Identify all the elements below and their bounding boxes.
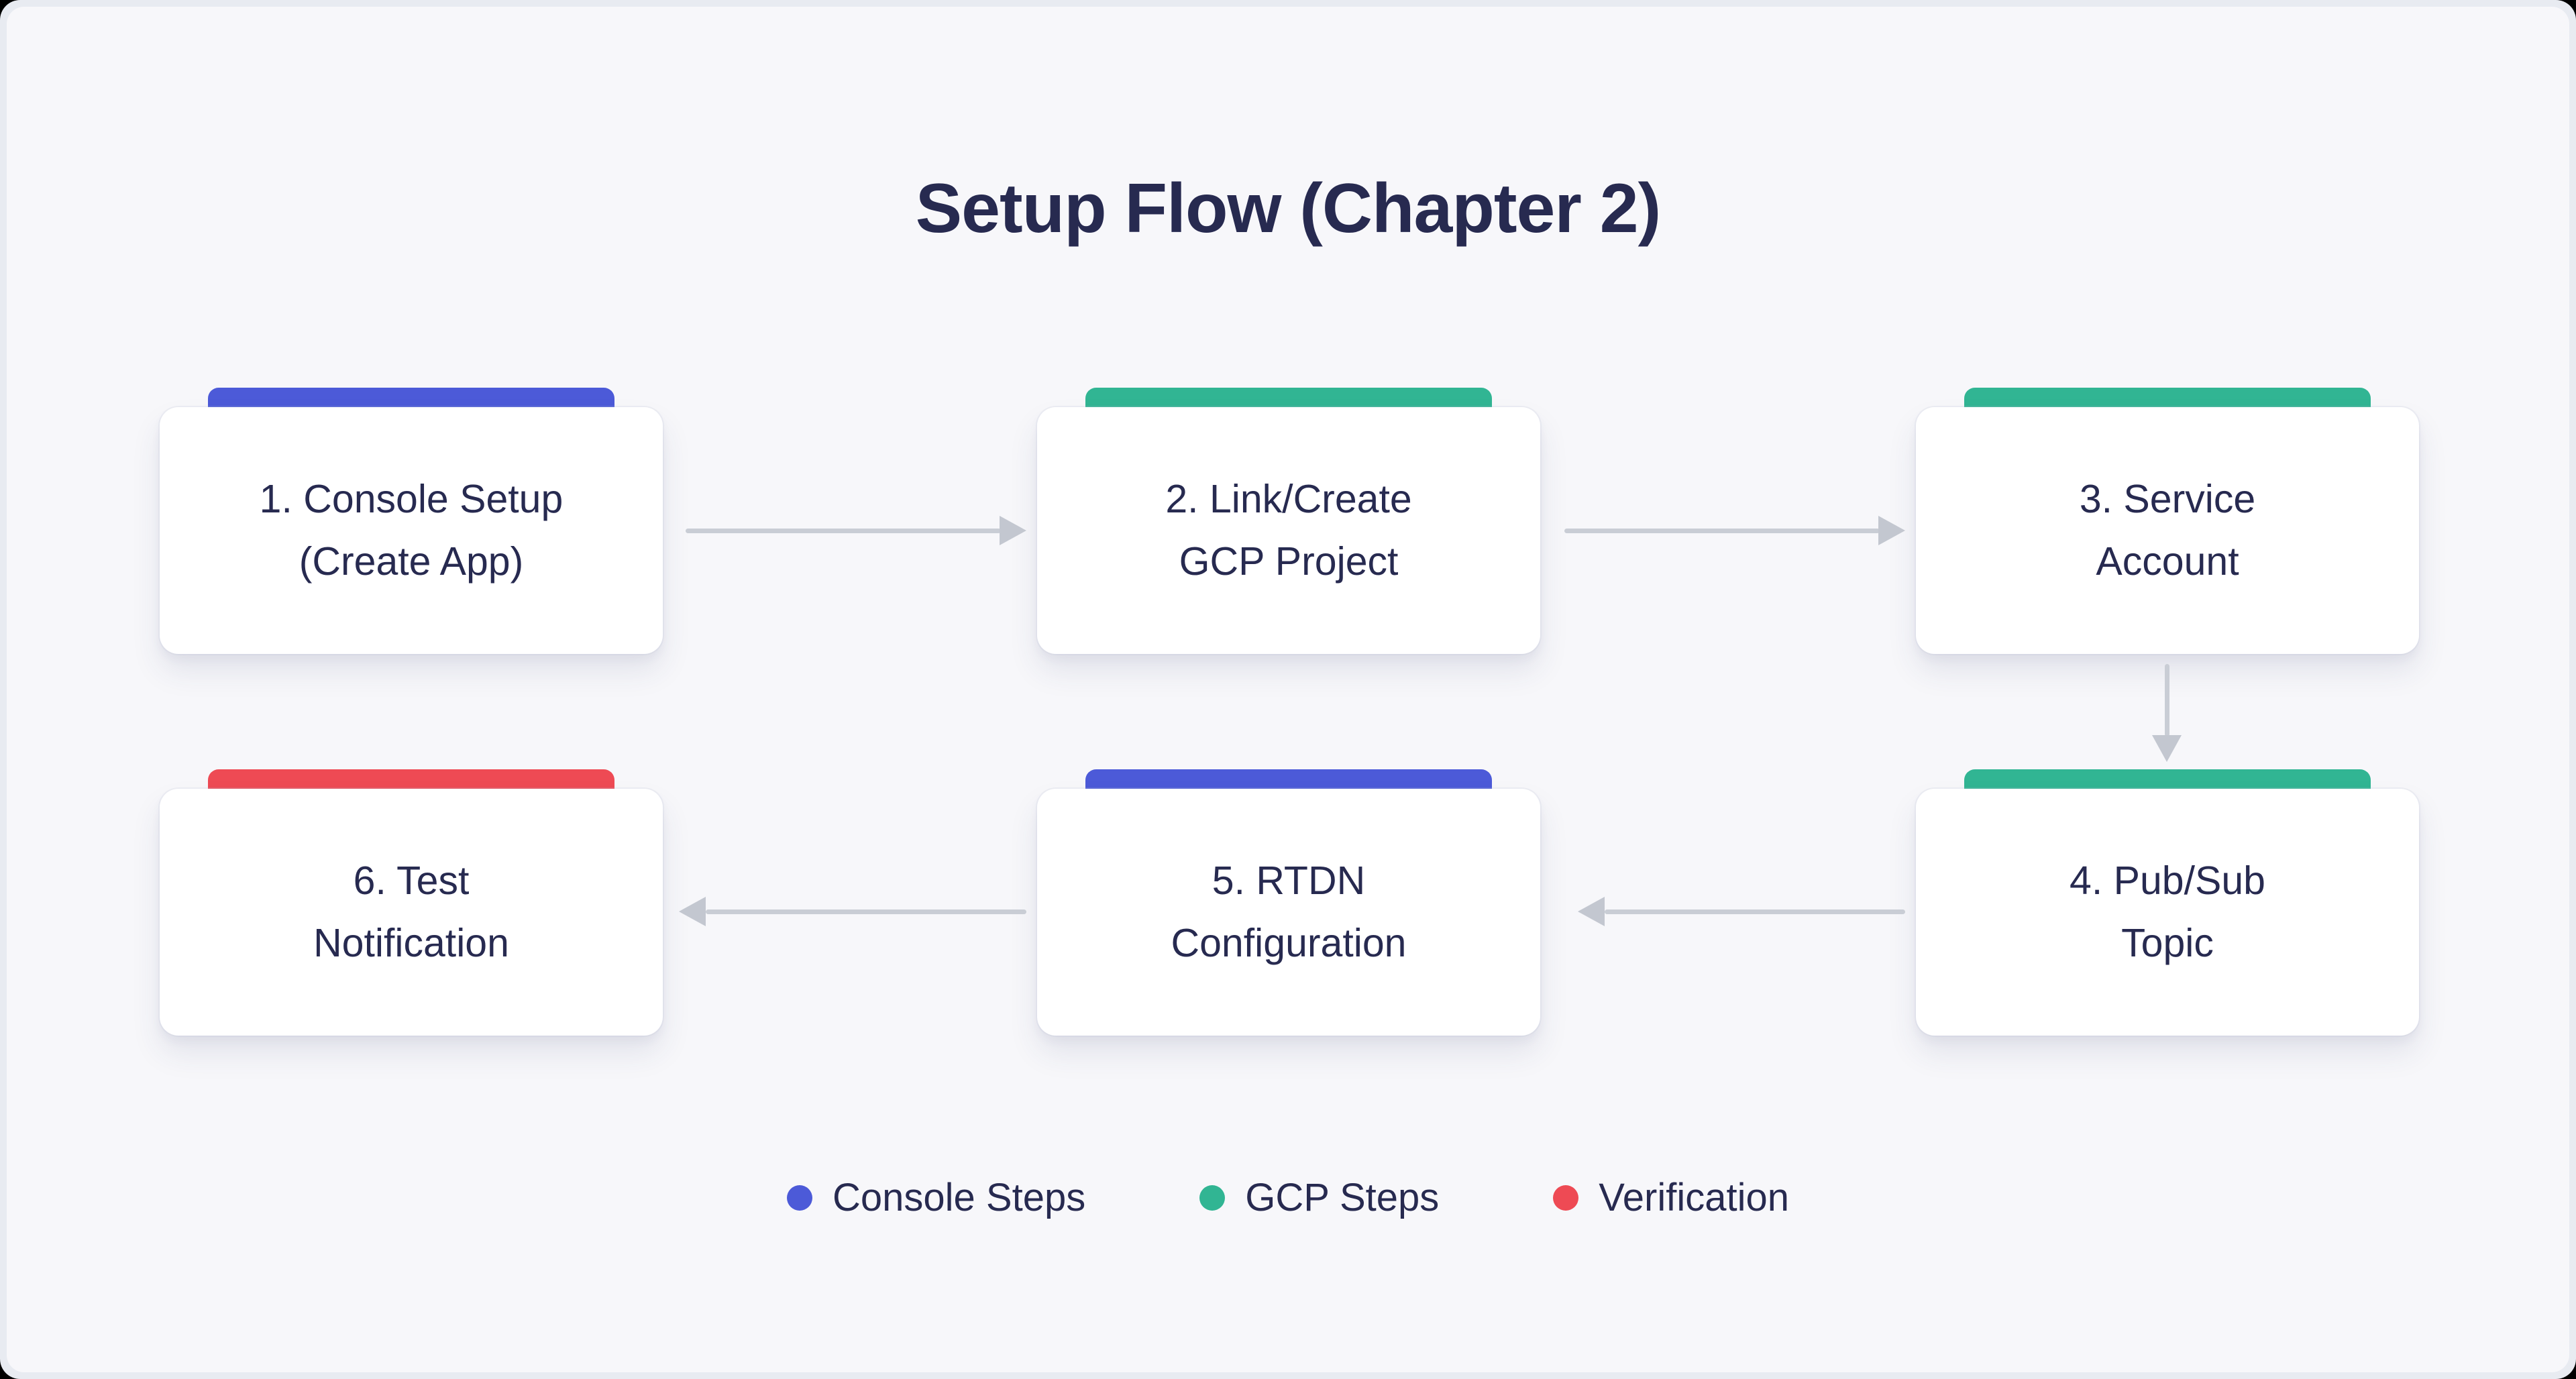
node-label-line: Notification [313,921,509,965]
node-test-notification: 6. Test Notification [160,769,663,1036]
arrowhead-right-icon [1000,516,1026,545]
arrowhead-down-icon [2152,735,2182,762]
legend-label: Verification [1599,1176,1790,1219]
node-label-line: Configuration [1171,921,1407,965]
node-label-line: 6. Test [353,858,470,903]
legend-item-console-steps: Console Steps [786,1175,1086,1220]
legend-dot-icon [1199,1184,1226,1211]
arrow-line [1605,909,1905,914]
arrow-line [706,909,1026,914]
legend-item-gcp-steps: GCP Steps [1199,1175,1439,1220]
arrowhead-left-icon [679,897,706,926]
legend-dot-icon [786,1184,812,1211]
node-label-line: 1. Console Setup [259,476,564,521]
arrow-line [2165,664,2169,736]
node-card: 4. Pub/Sub Topic [1916,789,2419,1036]
node-label-line: 3. Service [2079,476,2256,521]
node-label-line: 4. Pub/Sub [2070,858,2265,903]
arrowhead-right-icon [1878,516,1905,545]
legend-item-verification: Verification [1553,1175,1789,1220]
node-label-line: GCP Project [1179,539,1399,584]
node-console-setup: 1. Console Setup (Create App) [160,388,663,654]
node-card: 1. Console Setup (Create App) [160,407,663,654]
node-label-line: 2. Link/Create [1165,476,1412,521]
node-label-line: (Create App) [299,539,524,584]
diagram-title: Setup Flow (Chapter 2) [915,170,1661,247]
node-service-account: 3. Service Account [1916,388,2419,654]
node-pubsub-topic: 4. Pub/Sub Topic [1916,769,2419,1036]
node-card: 3. Service Account [1916,407,2419,654]
arrow-line [686,529,1001,533]
legend-label: Console Steps [832,1176,1086,1219]
node-card: 6. Test Notification [160,789,663,1036]
diagram-canvas [7,7,2569,1372]
node-card: 2. Link/Create GCP Project [1037,407,1540,654]
node-label-line: Account [2096,539,2239,584]
node-link-create-gcp-project: 2. Link/Create GCP Project [1037,388,1540,654]
node-rtdn-configuration: 5. RTDN Configuration [1037,769,1540,1036]
node-label-line: 5. RTDN [1212,858,1366,903]
arrowhead-left-icon [1578,897,1605,926]
legend-label: GCP Steps [1245,1176,1440,1219]
legend: Console Steps GCP Steps Verification [0,1175,2576,1220]
legend-dot-icon [1553,1184,1579,1211]
node-label-line: Topic [2121,921,2214,965]
arrow-line [1564,529,1880,533]
node-card: 5. RTDN Configuration [1037,789,1540,1036]
